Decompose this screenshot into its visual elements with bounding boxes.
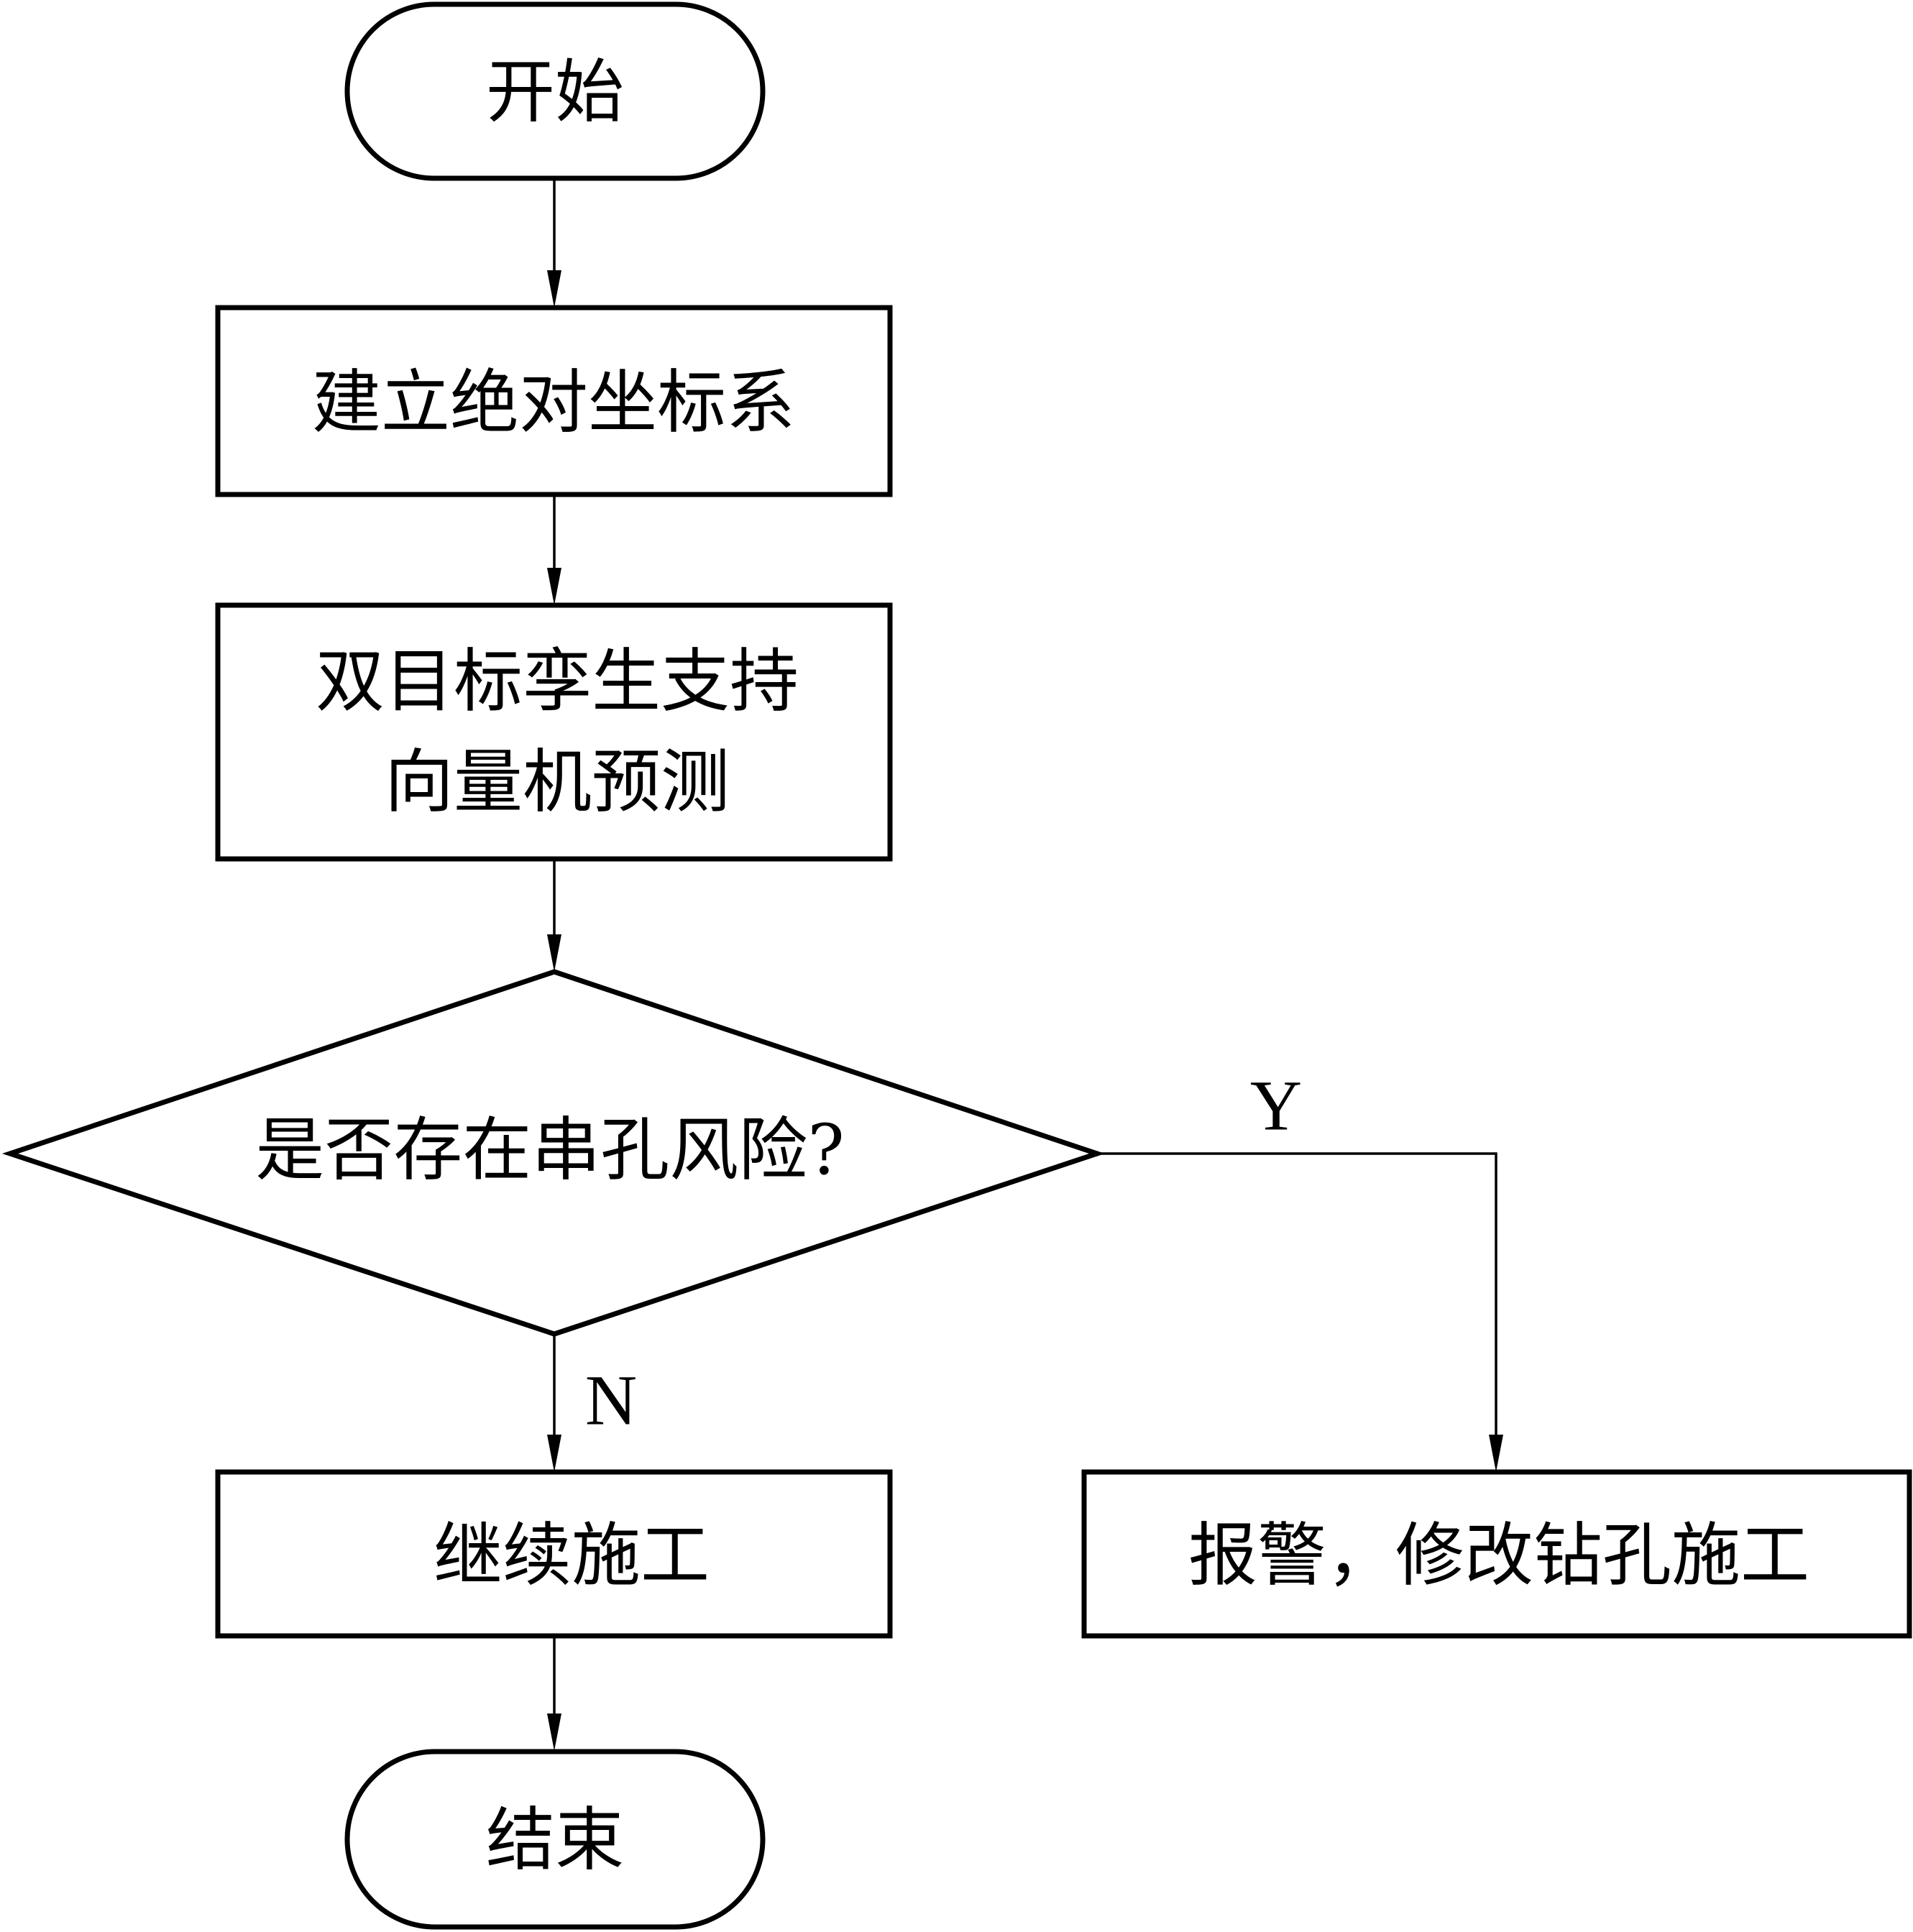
node-predict: 双目标孪生支持 向量机预测 [215,602,893,862]
continue-process-shape [215,1469,893,1639]
node-coord: 建立绝对坐标系 [215,305,893,497]
arrowhead-decision-to-continue [547,1435,561,1472]
coord-label: 建立绝对坐标系 [312,362,795,443]
predict-process-shape [215,602,893,862]
decision-diamond-shape [1,969,1106,1337]
end-terminal-shape [344,1749,766,1930]
start-label: 开始 [486,52,624,132]
node-continue: 继续施工 [215,1469,893,1639]
edges [547,179,1503,1751]
yes-branch-label: Y [1250,1066,1302,1146]
continue-label: 继续施工 [433,1515,710,1596]
decision-label: 是否存在串孔风险? [255,1110,844,1190]
node-start: 开始 [344,1,766,181]
predict-label-line-2: 向量机预测 [385,742,730,822]
arrowhead-continue-to-end [547,1714,561,1751]
node-decision: 是否存在串孔风险? [1,969,1106,1337]
alarm-label: 报警，修改钻孔施工 [1188,1515,1809,1596]
start-terminal-shape [344,1,766,181]
node-end: 结束 [344,1749,766,1930]
node-alarm: 报警，修改钻孔施工 [1081,1469,1912,1639]
predict-label-line-1: 双目标孪生支持 [316,641,799,722]
arrowhead-coord-to-predict [547,568,561,605]
arrowhead-predict-to-decision [547,934,561,972]
coord-process-shape [215,305,893,497]
arrowhead-decision-to-alarm [1489,1435,1503,1472]
end-label: 结束 [486,1800,624,1880]
edge-decision-to-alarm [1097,1152,1497,1449]
arrowhead-start-to-coord [547,270,561,308]
alarm-process-shape [1081,1469,1912,1639]
no-branch-label: N [585,1361,637,1440]
